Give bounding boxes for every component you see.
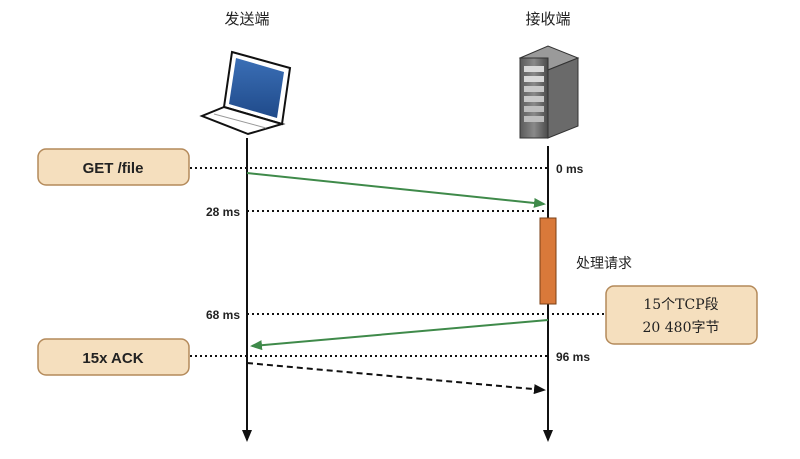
processing-label: 处理请求 — [576, 256, 632, 272]
response-line1: 15个TCP段 — [643, 297, 718, 313]
response-box: 15个TCP段 20 480字节 — [605, 285, 758, 345]
ack-box: 15x ACK — [37, 338, 190, 376]
request-box: GET /file — [37, 148, 190, 186]
request-arrow — [246, 172, 546, 208]
processing-bar — [539, 217, 557, 305]
laptop-icon — [199, 50, 292, 136]
timestamp-0ms: 0 ms — [556, 162, 584, 176]
response-arrow — [250, 319, 549, 351]
receiver-title: 接收端 — [525, 10, 570, 28]
timestamp-96ms: 96 ms — [556, 350, 590, 364]
timestamp-68ms: 68 ms — [206, 308, 240, 322]
timestamp-28ms: 28 ms — [206, 205, 240, 219]
server-icon — [518, 45, 580, 139]
ack-arrow — [246, 362, 546, 395]
response-line2: 20 480字节 — [643, 320, 720, 336]
ack-label: 15x ACK — [82, 350, 143, 367]
request-label: GET /file — [83, 160, 144, 177]
sender-title: 发送端 — [224, 10, 269, 28]
